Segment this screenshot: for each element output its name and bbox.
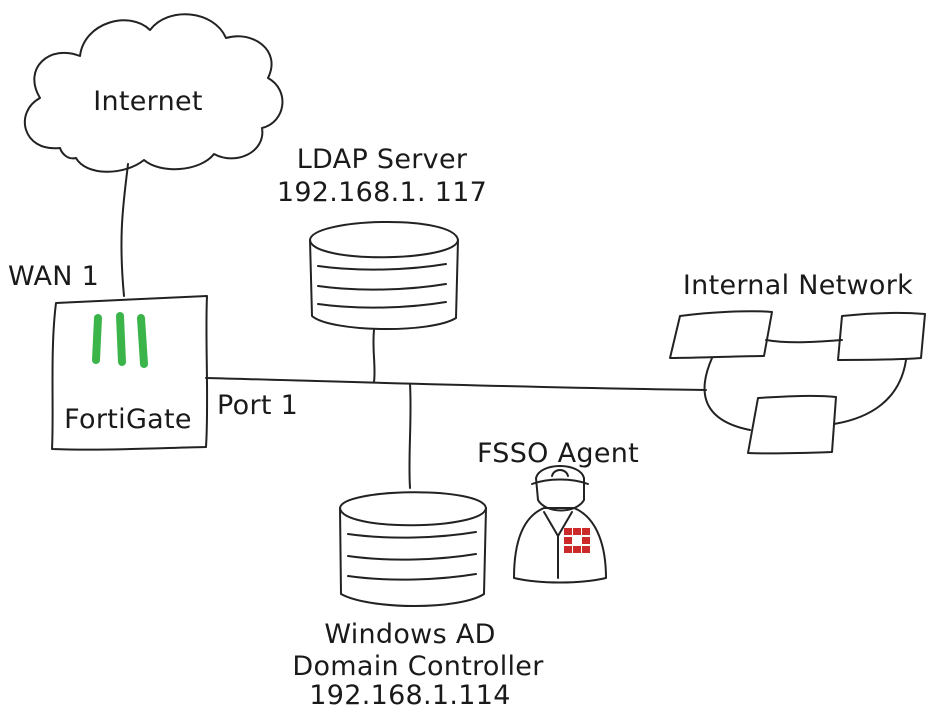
fsso-label: FSSO Agent (477, 438, 639, 469)
fortigate-bar-3 (137, 314, 148, 368)
internal-network-label: Internal Network (683, 270, 913, 301)
cloud-icon (23, 13, 284, 173)
ad-domain-controller: Windows AD Domain Controller 192.168.1.1… (292, 491, 544, 709)
fortigate-bar-1 (92, 314, 102, 364)
ldap-name-label: LDAP Server (297, 144, 468, 175)
ldap-link (372, 329, 376, 383)
internet-label: Internet (93, 86, 203, 117)
net-link-1 (765, 339, 843, 344)
net-link-2 (703, 357, 751, 431)
host-box-3 (747, 394, 837, 455)
database-icon (309, 221, 459, 331)
fortigate-label: FortiGate (64, 404, 192, 435)
fortigate-device: FortiGate (51, 295, 209, 451)
host-box-2 (837, 311, 926, 361)
firewall-icon (51, 295, 209, 451)
internet-wan-link (120, 163, 129, 297)
ldap-ip-label: 192.168.1. 117 (277, 177, 487, 208)
ad-label-line1: Windows AD (324, 619, 495, 650)
agent-person-icon (513, 465, 607, 584)
fsso-agent: FSSO Agent (477, 438, 639, 584)
agent-logo-icon (564, 528, 590, 553)
internet-cloud: Internet (23, 13, 284, 173)
ad-label-line2: Domain Controller (292, 651, 544, 682)
net-link-3 (833, 359, 907, 425)
lan-bus-line (205, 377, 707, 391)
host-box-1 (669, 310, 773, 359)
ad-ip-label: 192.168.1.114 (309, 680, 510, 709)
fortigate-bar-2 (116, 312, 126, 366)
ad-link (408, 383, 412, 489)
database-icon (339, 491, 487, 607)
ldap-server: LDAP Server 192.168.1. 117 (277, 144, 487, 331)
port-label: Port 1 (217, 390, 298, 421)
wan-label: WAN 1 (8, 261, 99, 292)
internal-network: Internal Network (669, 270, 926, 455)
